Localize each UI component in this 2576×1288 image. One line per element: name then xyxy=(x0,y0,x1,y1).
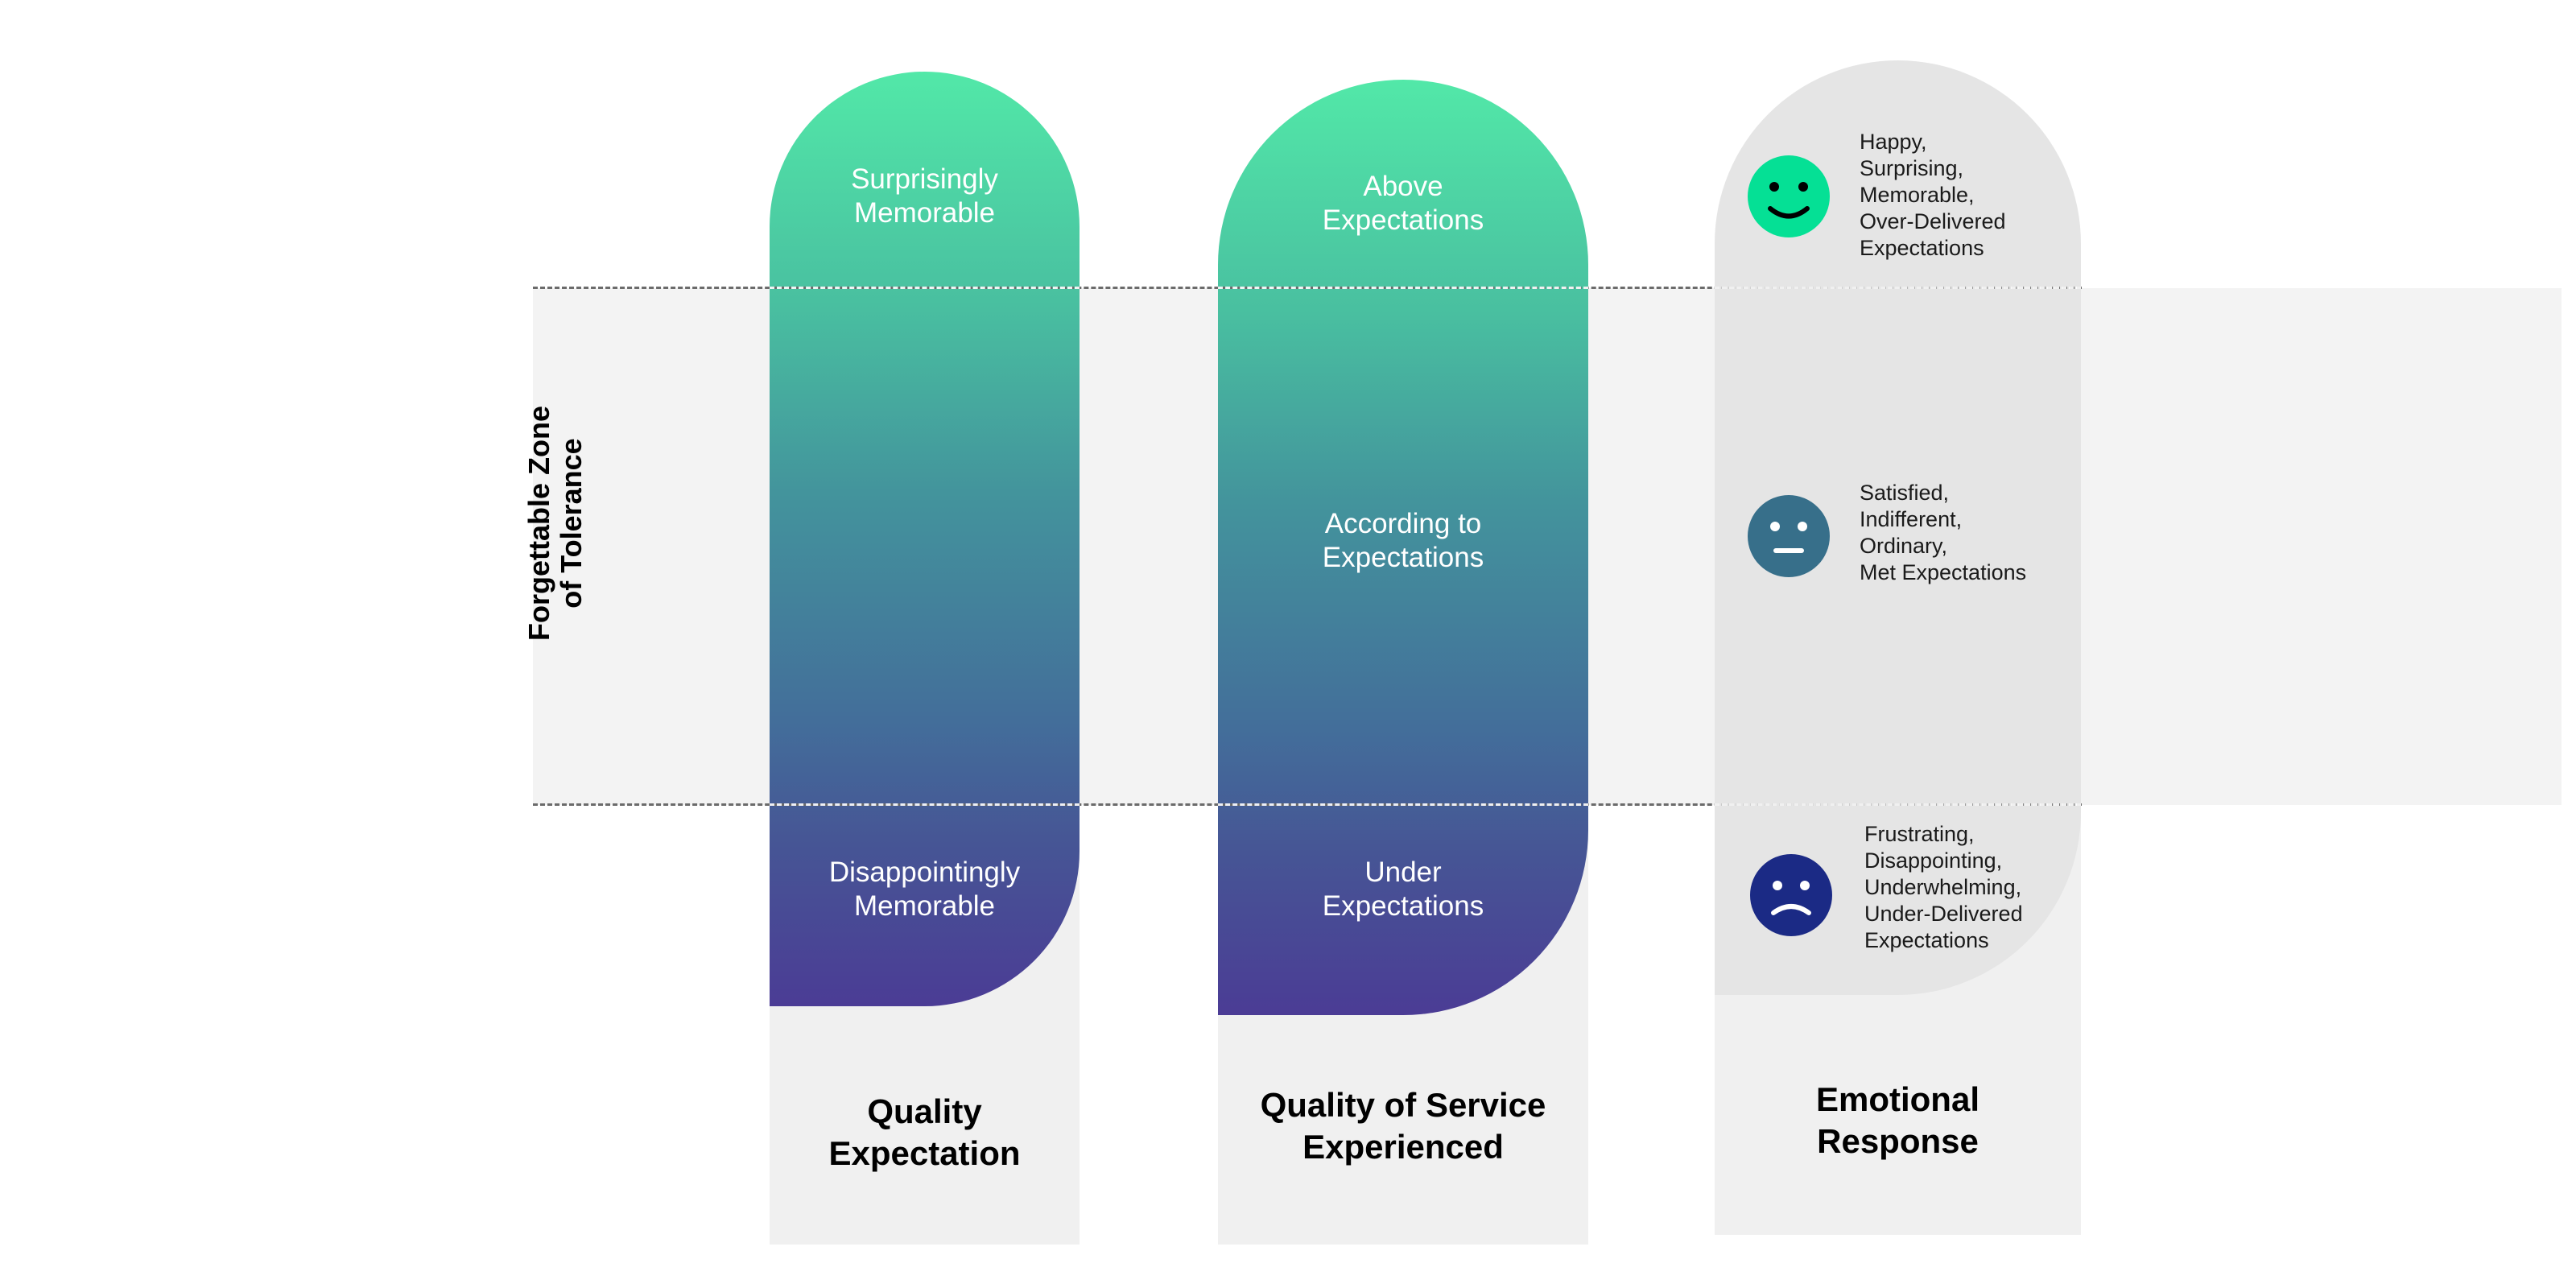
emotion-line: Ordinary, xyxy=(1860,534,1948,558)
label-line: Under xyxy=(1364,857,1442,888)
lower-threshold-line-col2 xyxy=(1218,803,1588,806)
col3-title: Emotional Response xyxy=(1715,1079,2081,1162)
emotion-line: Memorable, xyxy=(1860,183,1975,207)
emotion-line: Disappointing, xyxy=(1864,848,2003,873)
emotion-line: Satisfied, xyxy=(1860,481,1950,505)
col2-title: Quality of Service Experienced xyxy=(1218,1084,1588,1168)
title-line: Quality xyxy=(867,1092,982,1130)
emotion-line: Indifferent, xyxy=(1860,507,1963,531)
emotion-line: Under-Delivered xyxy=(1864,902,2023,926)
neutral-face-icon xyxy=(1748,495,1830,577)
neutral-emotion-text: Satisfied, Indifferent, Ordinary, Met Ex… xyxy=(1860,480,2101,586)
title-line: Emotional xyxy=(1815,1080,1979,1118)
emotion-line: Frustrating, xyxy=(1864,822,1975,846)
label-line: According to xyxy=(1324,508,1482,539)
sad-emotion-text: Frustrating, Disappointing, Underwhelmin… xyxy=(1864,821,2106,954)
happy-emotion-text: Happy, Surprising, Memorable, Over-Deliv… xyxy=(1860,129,2101,262)
emotion-line: Surprising, xyxy=(1860,156,1964,180)
label-line: Memorable xyxy=(853,197,996,229)
col1-title: Quality Expectation xyxy=(770,1091,1080,1174)
emotion-line: Met Expectations xyxy=(1860,560,2027,584)
emotion-line: Over-Delivered xyxy=(1860,209,2006,233)
upper-threshold-line-col3 xyxy=(1715,287,2081,289)
emotion-line: Expectations xyxy=(1860,236,1984,260)
sad-face-icon xyxy=(1750,854,1832,936)
label-line: Disappointingly xyxy=(828,857,1021,888)
zone-label-line1: Forgettable Zone xyxy=(522,406,555,642)
lower-threshold-line-col3 xyxy=(1715,803,2081,806)
title-line: Response xyxy=(1817,1122,1979,1160)
label-line: Expectations xyxy=(1322,890,1484,922)
lower-threshold-line-col1 xyxy=(770,803,1080,806)
upper-threshold-line-col1 xyxy=(770,287,1080,289)
col2-top-label: Above Expectations xyxy=(1218,170,1588,237)
quality-service-bar xyxy=(1218,80,1588,1015)
col1-top-label: Surprisingly Memorable xyxy=(770,163,1080,230)
title-line: Expectation xyxy=(828,1134,1021,1172)
upper-threshold-line-col2 xyxy=(1218,287,1588,289)
emotion-line: Expectations xyxy=(1864,928,1989,952)
happy-face-icon xyxy=(1748,155,1830,237)
emotion-line: Underwhelming, xyxy=(1864,875,2022,899)
title-line: Experienced xyxy=(1302,1128,1504,1166)
emotion-line: Happy, xyxy=(1860,130,1927,154)
col2-bottom-label: Under Expectations xyxy=(1218,856,1588,923)
label-line: Above xyxy=(1363,171,1443,202)
label-line: Expectations xyxy=(1322,542,1484,573)
label-line: Expectations xyxy=(1322,204,1484,236)
col2-mid-label: According to Expectations xyxy=(1218,507,1588,575)
label-line: Surprisingly xyxy=(851,163,998,195)
quality-expectation-bar xyxy=(770,72,1080,1006)
col1-bottom-label: Disappointingly Memorable xyxy=(770,856,1080,923)
label-line: Memorable xyxy=(853,890,996,922)
zone-label-line2: of Tolerance xyxy=(555,438,588,609)
title-line: Quality of Service xyxy=(1260,1086,1546,1124)
